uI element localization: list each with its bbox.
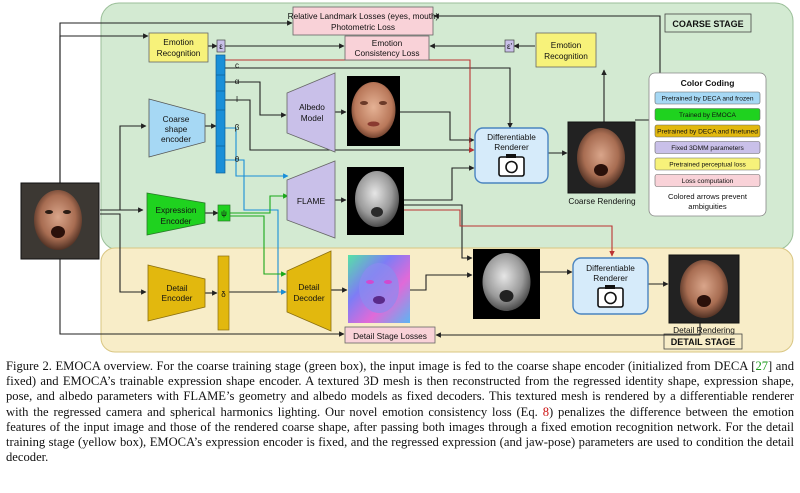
citation-link[interactable]: 27	[755, 359, 769, 373]
svg-text:c: c	[235, 61, 239, 70]
legend-swatch	[654, 124, 761, 138]
detail-stage-losses-box: Detail Stage Losses	[344, 326, 436, 344]
svg-text:Photometric Loss: Photometric Loss	[331, 22, 395, 32]
svg-text:Emotion: Emotion	[163, 37, 194, 47]
legend-swatch	[654, 174, 761, 187]
epsilon-prime-token: ε'	[504, 39, 515, 53]
svg-text:Differentiable: Differentiable	[586, 263, 635, 273]
camera-icon	[597, 285, 624, 308]
svg-text:Detail: Detail	[298, 282, 319, 292]
coarse-stage-label: COARSE STAGE	[672, 19, 743, 29]
legend-note: Colored arrows prevent	[668, 192, 748, 201]
detail-rendering-label: Detail Rendering	[673, 325, 735, 335]
emotion-recognition-left: Emotion Recognition	[148, 32, 209, 63]
expression-encoder: Expression Encoder	[146, 192, 206, 236]
svg-text:Encoder: Encoder	[162, 293, 193, 303]
legend-item-label: Loss computation	[682, 178, 734, 185]
svg-text:Model: Model	[301, 113, 324, 123]
psi-token: ψ	[217, 204, 231, 222]
svg-text:ε': ε'	[507, 42, 513, 51]
legend-swatch	[654, 141, 761, 154]
svg-text:α: α	[235, 77, 240, 86]
landmark-photometric-loss-box: Relative Landmark Losses (eyes, mouth) P…	[288, 6, 439, 36]
svg-text:Detail Stage Losses: Detail Stage Losses	[353, 331, 427, 341]
detail-encoder: Detail Encoder	[147, 264, 206, 322]
svg-text:Differentiable: Differentiable	[487, 132, 536, 142]
delta-vector: δ	[217, 255, 230, 331]
flame-model: FLAME	[286, 160, 336, 239]
legend-item-label: Pretrained by DECA and finetuned	[657, 129, 758, 136]
svg-text:encoder: encoder	[161, 134, 191, 144]
albedo-model: Albedo Model	[286, 72, 336, 153]
epsilon-token: ε	[216, 39, 226, 53]
legend-swatch	[654, 157, 761, 171]
legend-title: Color Coding	[681, 78, 735, 88]
svg-text:Emotion: Emotion	[551, 40, 582, 50]
svg-text:Coarse: Coarse	[163, 114, 190, 124]
svg-text:Encoder: Encoder	[161, 216, 192, 226]
legend-item-label: Fixed 3DMM parameters	[671, 145, 744, 152]
svg-text:β: β	[235, 123, 240, 132]
svg-text:θ: θ	[235, 155, 240, 164]
differentiable-renderer-coarse: Differentiable Renderer	[474, 127, 549, 184]
svg-text:Recognition: Recognition	[544, 51, 588, 61]
emoca-overview-figure: COARSE STAGE DETAIL STAGE	[20, 2, 794, 353]
svg-text:Emotion: Emotion	[372, 38, 403, 48]
coarse-rendering-label: Coarse Rendering	[568, 196, 636, 206]
emotion-consistency-loss-box: Emotion Consistency Loss	[344, 35, 430, 61]
svg-text:Detail: Detail	[166, 283, 187, 293]
equation-link[interactable]: 8	[542, 404, 549, 419]
legend-item-label: Pretrained by DECA and frozen	[662, 96, 754, 103]
svg-text:Renderer: Renderer	[494, 142, 529, 152]
legend-note: ambiguities	[688, 202, 727, 211]
svg-text:FLAME: FLAME	[297, 196, 326, 206]
detail-rendering-image	[668, 254, 740, 324]
coarse-rendering-image	[567, 121, 636, 194]
input-face-image	[20, 182, 100, 260]
svg-text:Consistency Loss: Consistency Loss	[354, 48, 419, 58]
coarse-shape-encoder: Coarse shape encoder	[148, 98, 206, 158]
svg-text:ε: ε	[219, 42, 223, 51]
svg-text:δ: δ	[221, 290, 226, 299]
legend-swatch	[654, 91, 761, 105]
emotion-recognition-right: Emotion Recognition	[535, 32, 597, 68]
detail-decoder: Detail Decoder	[286, 250, 332, 332]
svg-text:Recognition: Recognition	[157, 48, 201, 58]
coarse-code-vector: c α l β θ	[215, 54, 240, 174]
svg-text:shape: shape	[165, 124, 188, 134]
legend-item-label: Trained by EMOCA	[679, 112, 737, 119]
detail-stage-label: DETAIL STAGE	[671, 337, 736, 347]
coarse-mesh-image	[347, 167, 404, 235]
camera-icon	[498, 154, 525, 177]
svg-text:Expression: Expression	[155, 205, 196, 215]
svg-text:Renderer: Renderer	[593, 273, 628, 283]
color-coding-legend: Color Coding Pretrained by DECA and froz…	[648, 72, 767, 217]
figure-caption: Figure 2. EMOCA overview. For the coarse…	[6, 359, 794, 465]
svg-text:Albedo: Albedo	[299, 102, 325, 112]
svg-text:ψ: ψ	[221, 209, 227, 218]
detail-normal-map-image	[348, 255, 410, 323]
svg-text:Relative Landmark Losses (eyes: Relative Landmark Losses (eyes, mouth)	[288, 11, 439, 21]
differentiable-renderer-detail: Differentiable Renderer	[572, 257, 649, 315]
svg-text:l: l	[236, 95, 238, 104]
albedo-texture-image	[347, 76, 400, 146]
legend-swatch	[654, 108, 761, 121]
svg-text:Decoder: Decoder	[293, 293, 325, 303]
detail-mesh-image	[473, 249, 540, 319]
legend-item-label: Pretrained perceptual loss	[669, 162, 746, 169]
